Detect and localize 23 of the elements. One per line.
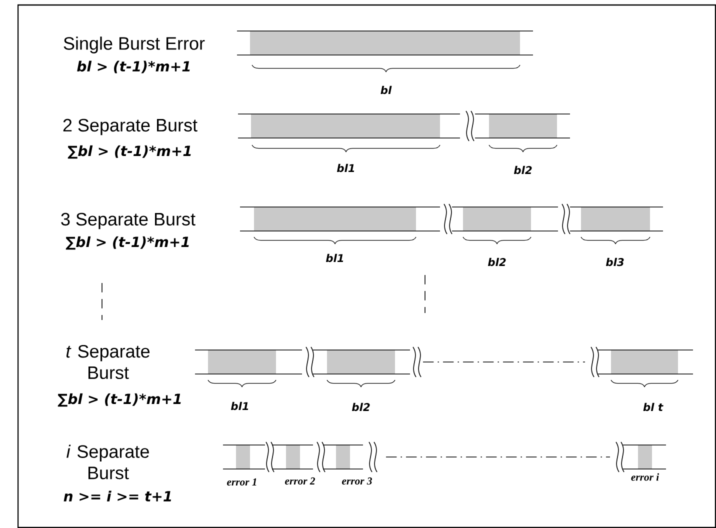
brace-label: bl t	[643, 402, 664, 412]
brace-label: bl2	[488, 258, 506, 266]
error-label: error 2	[285, 477, 315, 485]
brace-label: bl1	[336, 164, 354, 172]
row-heading: 2 Separate Burst	[63, 118, 198, 136]
brace-label: bl	[380, 86, 392, 94]
brace-label: bl2	[352, 402, 370, 412]
row-heading: t Separate Burst	[66, 344, 150, 380]
brace-label: bl1	[230, 402, 248, 410]
brace-label: bl3	[606, 258, 624, 266]
condition-formula: ∑bl > (t-1)*m+1	[66, 236, 189, 250]
brace-label: bl2	[514, 166, 532, 174]
condition-formula: bl > (t-1)*m+1	[77, 60, 190, 74]
row-heading: 3 Separate Burst	[61, 212, 196, 230]
row-heading: i Separate Burst	[66, 444, 149, 480]
error-label: error i	[631, 473, 660, 481]
row-heading: Single Burst Error	[64, 36, 205, 54]
condition-formula: ∑bl > (t-1)*m+1	[58, 393, 181, 407]
brace-label: bl1	[326, 254, 344, 262]
condition-formula: n >= i >= t+1	[64, 490, 172, 502]
condition-formula: ∑bl > (t-1)*m+1	[68, 145, 191, 159]
error-label: error 3	[342, 477, 372, 485]
error-label: error 1	[227, 478, 256, 486]
